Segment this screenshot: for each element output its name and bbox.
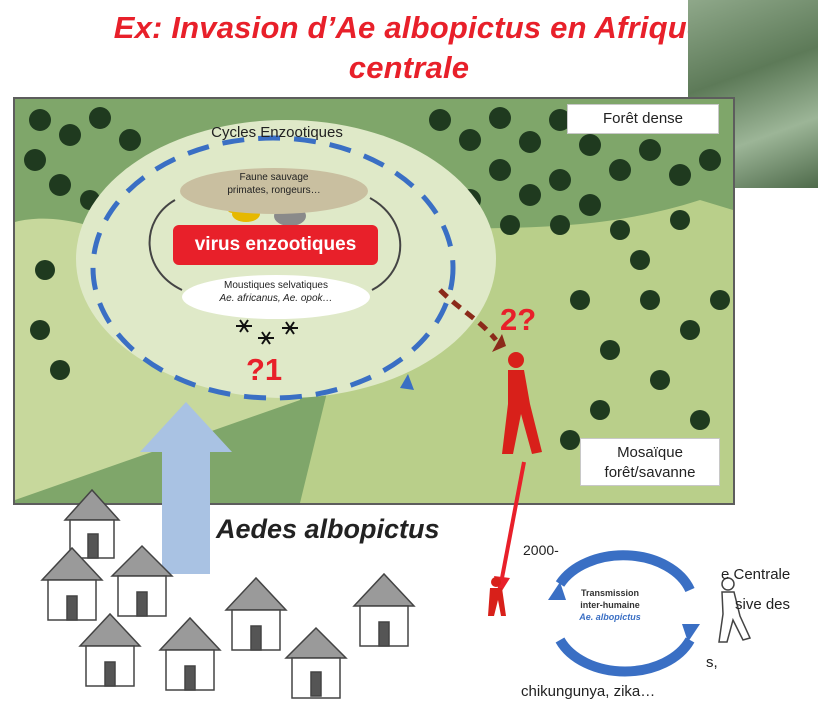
trees (24, 107, 730, 450)
transmission-line-2: inter-humaine (580, 600, 640, 610)
inner-arrow-right (369, 197, 402, 291)
spillover-arrowhead (492, 334, 506, 352)
cycle-arrowhead (400, 374, 414, 390)
year-label: 2000- (523, 542, 559, 558)
question-1: ?1 (246, 352, 283, 387)
transmission-arrow-left (548, 582, 566, 600)
question-2: 2? (500, 302, 537, 337)
label-foret-dense: Forêt dense (567, 104, 719, 134)
label-mosaique-line-2: forêt/savanne (604, 464, 696, 481)
virus-node: virus enzootiques (173, 225, 378, 265)
inner-arrow-left (148, 199, 183, 291)
title-line-1: Ex: Invasion d’Ae albopictus en Afrique (113, 10, 705, 45)
faune-line-1: Faune sauvage (239, 172, 309, 183)
transmission-arc-bottom (555, 637, 695, 677)
red-person-icon (502, 352, 542, 454)
partial-text-comma: s, (706, 654, 718, 671)
transmission-arc-top (555, 550, 695, 593)
moustiques-node: Moustiques selvatiques Ae. africanus, Ae… (182, 275, 370, 319)
albopictus-arrow-shaft (162, 448, 210, 574)
moust-line-1: Moustiques selvatiques (224, 280, 328, 291)
transmission-species: Ae. albopictus (579, 612, 641, 622)
partial-text-centrale: e Centrale (721, 566, 791, 583)
label-mosaique-line-1: Mosaïque (617, 444, 683, 461)
white-person-icon (718, 577, 752, 643)
label-mosaique: Mosaïque forêt/savanne (580, 438, 720, 486)
transmission-line-1: Transmission (580, 588, 640, 598)
faune-line-2: primates, rongeurs… (227, 185, 321, 196)
spread-arrow (500, 461, 526, 579)
transmission-label: Transmission inter-humaine Ae. albopictu… (568, 587, 652, 623)
transmission-arrow-right (682, 624, 700, 642)
moust-line-2: Ae. africanus, Ae. opok… (219, 293, 333, 304)
partial-text-viruses: chikungunya, zika… (521, 683, 656, 700)
mosquito-icons (236, 319, 298, 345)
small-red-person-icon (488, 577, 506, 616)
cycles-title: Cycles Enzootiques (211, 124, 343, 141)
label-foret-dense-text: Forêt dense (602, 110, 684, 127)
cycle-dashed-ring (90, 135, 456, 401)
albopictus-arrow-head (140, 402, 232, 452)
partial-text-des: sive des (735, 596, 791, 613)
spillover-arrow (438, 288, 498, 342)
title-line-2: centrale (348, 50, 470, 85)
faune-node: Faune sauvage primates, rongeurs… (180, 168, 368, 214)
slide-title: Ex: Invasion d’Ae albopictus en Afrique … (0, 8, 818, 88)
species-label: Aedes albopictus (216, 514, 440, 544)
huts (40, 488, 416, 699)
